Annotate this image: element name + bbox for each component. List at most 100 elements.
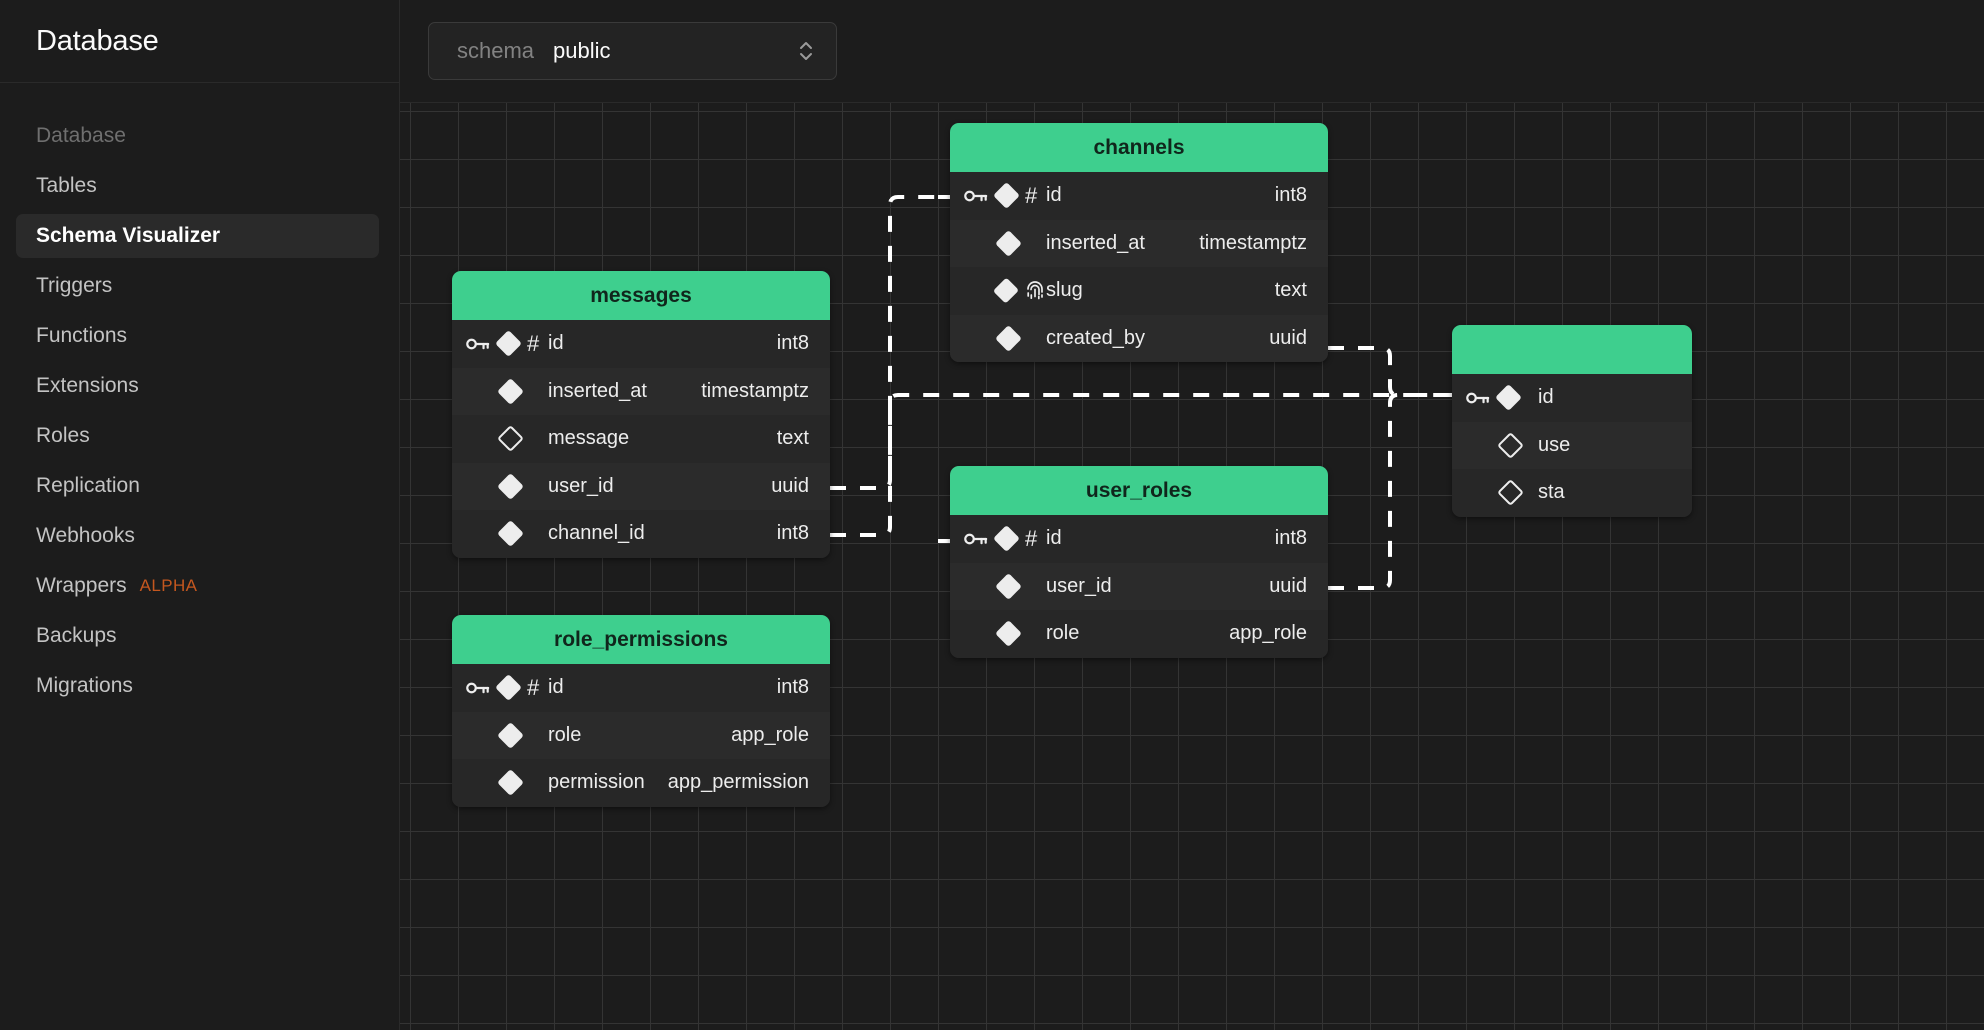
table-node-title: channels: [950, 123, 1328, 172]
sidebar-item-label: Triggers: [36, 274, 113, 297]
table-column-row[interactable]: # id int8: [950, 515, 1328, 563]
sidebar-item-triggers[interactable]: Triggers: [16, 264, 379, 308]
diamond-filled-icon: [497, 721, 524, 749]
relationship-edges: [820, 195, 1456, 590]
diamond-filled-icon: [497, 472, 524, 500]
sidebar-item-label: Tables: [36, 174, 97, 197]
chevron-up-down-icon: [796, 37, 816, 65]
sidebar-item-wrappers[interactable]: Wrappers ALPHA: [16, 564, 379, 608]
table-column-row[interactable]: created_by uuid: [950, 314, 1328, 362]
diamond-filled-icon: [497, 520, 524, 548]
column-name: role: [548, 723, 582, 746]
sidebar-item-roles[interactable]: Roles: [16, 414, 379, 458]
diamond-filled-icon: [495, 674, 522, 702]
table-column-row[interactable]: role app_role: [452, 711, 830, 759]
column-type: app_role: [1229, 622, 1307, 645]
table-column-row[interactable]: sta: [1452, 469, 1692, 517]
sidebar-item-badge: ALPHA: [139, 576, 198, 595]
column-type: int8: [1274, 527, 1307, 550]
sidebar-item-label: Roles: [36, 424, 90, 447]
key-icon: [1466, 389, 1490, 407]
sidebar-item-extensions[interactable]: Extensions: [16, 364, 379, 408]
column-name: id: [548, 332, 564, 355]
sidebar-item-label: Replication: [36, 474, 140, 497]
diamond-filled-icon: [995, 620, 1022, 648]
column-name: id: [1046, 527, 1062, 550]
sidebar-item-backups[interactable]: Backups: [16, 614, 379, 658]
edge-channels-createdby-users-id: [1328, 346, 1452, 397]
column-type: int8: [776, 522, 809, 545]
sidebar-item-tables[interactable]: Tables: [16, 164, 379, 208]
sidebar-item-migrations[interactable]: Migrations: [16, 664, 379, 708]
column-name: use: [1538, 433, 1571, 456]
table-column-row[interactable]: inserted_at timestamptz: [950, 219, 1328, 267]
sidebar-item-label: Extensions: [36, 374, 139, 397]
diamond-outline-icon: [1497, 431, 1524, 459]
column-type: timestamptz: [1199, 231, 1307, 254]
schema-select-value: public: [553, 38, 611, 63]
table-node-title: user_roles: [950, 466, 1328, 515]
sidebar-item-label: Schema Visualizer: [36, 224, 221, 247]
column-type: uuid: [1269, 326, 1307, 349]
key-icon: [964, 530, 988, 548]
schema-select-label: schema: [457, 38, 535, 63]
fingerprint-icon: [1024, 280, 1046, 302]
hash-icon: #: [527, 674, 540, 700]
sidebar-item-webhooks[interactable]: Webhooks: [16, 514, 379, 558]
main-area: schema public: [400, 0, 1984, 1030]
column-name: user_id: [548, 474, 614, 497]
diamond-filled-icon: [993, 182, 1020, 210]
hash-icon: #: [1025, 182, 1038, 208]
table-column-row[interactable]: id: [1452, 374, 1692, 422]
column-name: inserted_at: [1046, 231, 1145, 254]
column-name: id: [1538, 386, 1554, 409]
column-type: int8: [776, 676, 809, 699]
sidebar-item-label: Wrappers: [36, 574, 127, 597]
edge-userroles-userid-users-id: [1328, 393, 1452, 590]
column-type: timestamptz: [701, 379, 809, 402]
column-name: created_by: [1046, 326, 1145, 349]
sidebar-item-schema-visualizer[interactable]: Schema Visualizer: [16, 214, 379, 258]
hash-icon: #: [1025, 525, 1038, 551]
table-column-row[interactable]: use: [1452, 421, 1692, 469]
column-name: slug: [1046, 279, 1083, 302]
key-icon: [964, 187, 988, 205]
sidebar-item-functions[interactable]: Functions: [16, 314, 379, 358]
sidebar-section-label: Database: [36, 124, 126, 147]
sidebar-item-replication[interactable]: Replication: [16, 464, 379, 508]
column-name: permission: [548, 771, 645, 794]
diamond-filled-icon: [995, 572, 1022, 600]
table-node-cropped[interactable]: id use sta: [1452, 325, 1692, 517]
diamond-filled-icon: [995, 324, 1022, 352]
column-type: app_role: [731, 723, 809, 746]
table-node-title: [1452, 325, 1692, 374]
page-title: Database: [36, 24, 159, 57]
diamond-filled-icon: [497, 377, 524, 405]
schema-select[interactable]: schema public: [428, 22, 837, 80]
column-name: message: [548, 427, 630, 450]
sidebar-item-label: Functions: [36, 324, 128, 347]
table-node-title: role_permissions: [452, 615, 830, 664]
sidebar-item-label: Migrations: [36, 674, 133, 697]
diamond-filled-icon: [993, 525, 1020, 553]
column-type: int8: [776, 332, 809, 355]
edge-messages-userid-users-id: [830, 393, 1452, 490]
edge-messages-channelid-channels-id: [830, 195, 950, 537]
